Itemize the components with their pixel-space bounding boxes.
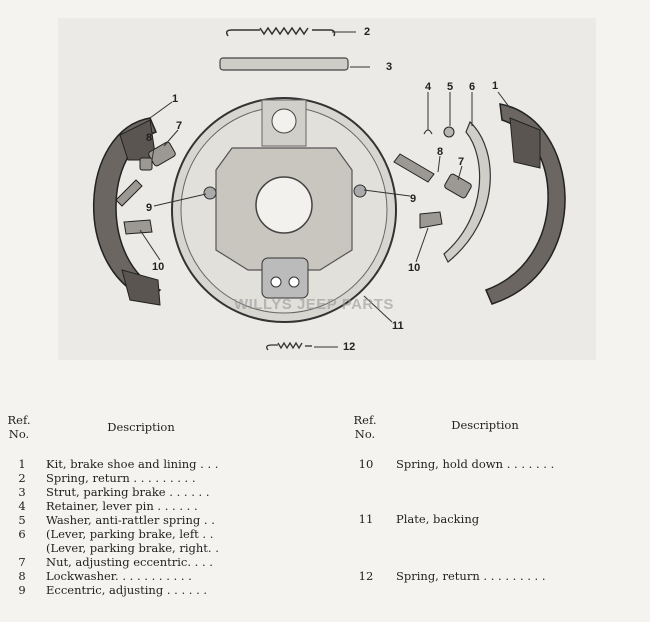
ref-number: 9 bbox=[18, 583, 26, 597]
callout-10-right: 10 bbox=[408, 262, 421, 274]
callout-7-right: 7 bbox=[458, 156, 465, 168]
ref-number: 7 bbox=[18, 555, 26, 569]
ref-number: 12 bbox=[358, 569, 374, 583]
callout-3: 3 bbox=[386, 61, 393, 73]
part-description: Strut, parking brake . . . . . . bbox=[46, 485, 210, 499]
callout-6: 6 bbox=[469, 81, 476, 93]
part-description: Nut, adjusting eccentric. . . . bbox=[46, 555, 213, 569]
return-spring-bottom bbox=[266, 341, 338, 351]
part-description: Spring, hold down . . . . . . . bbox=[396, 457, 555, 471]
part-description: (Lever, parking brake, right. . bbox=[46, 541, 219, 555]
parking-brake-lever bbox=[443, 120, 491, 263]
part-description: Eccentric, adjusting . . . . . . bbox=[46, 583, 208, 597]
callout-8-left: 8 bbox=[146, 132, 153, 144]
part-description: Washer, anti-rattler spring . . bbox=[46, 513, 215, 527]
ref-number: 8 bbox=[18, 569, 26, 583]
callout-4: 4 bbox=[425, 81, 432, 93]
return-spring-top bbox=[225, 26, 356, 37]
callout-9-left: 9 bbox=[146, 202, 153, 214]
callout-7-left: 7 bbox=[176, 120, 183, 132]
ref-number: 10 bbox=[358, 457, 374, 471]
small-parts-left bbox=[115, 141, 176, 235]
ref-number: 6 bbox=[18, 527, 26, 541]
ref-no-header-right: Ref. No. bbox=[353, 413, 377, 441]
description-header-left: Description bbox=[107, 420, 175, 434]
ref-number: 3 bbox=[18, 485, 26, 499]
parking-brake-strut bbox=[219, 57, 370, 71]
callout-9-right: 9 bbox=[410, 193, 417, 205]
ref-number: 4 bbox=[18, 499, 26, 513]
callout-1-right: 1 bbox=[492, 80, 499, 92]
ref-number: 2 bbox=[18, 471, 26, 485]
part-description: Plate, backing bbox=[396, 512, 480, 526]
callout-10-left: 10 bbox=[152, 261, 165, 273]
callout-11: 11 bbox=[392, 320, 404, 332]
part-description: (Lever, parking brake, left . . bbox=[46, 527, 214, 541]
callout-1-left: 1 bbox=[172, 93, 179, 105]
part-description: Retainer, lever pin . . . . . . bbox=[46, 499, 198, 513]
leader-lines bbox=[139, 91, 511, 323]
callout-2: 2 bbox=[364, 26, 371, 38]
ref-number: 11 bbox=[358, 512, 374, 526]
callout-8-right: 8 bbox=[437, 146, 444, 158]
ref-number: 1 bbox=[18, 457, 26, 471]
description-header-right: Description bbox=[451, 418, 519, 432]
part-description: Spring, return . . . . . . . . . bbox=[46, 471, 196, 485]
part-description: Kit, brake shoe and lining . . . bbox=[46, 457, 219, 471]
ref-no-header-left: Ref. No. bbox=[7, 413, 31, 441]
part-description: Lockwasher. . . . . . . . . . . bbox=[46, 569, 192, 583]
callout-12: 12 bbox=[343, 341, 356, 353]
brake-assembly-diagram bbox=[93, 26, 566, 351]
small-parts-right bbox=[393, 126, 472, 229]
backing-plate bbox=[171, 97, 397, 323]
brake-shoe-right bbox=[484, 103, 566, 305]
callout-5: 5 bbox=[447, 81, 454, 93]
part-description: Spring, return . . . . . . . . . bbox=[396, 569, 546, 583]
ref-number: 5 bbox=[18, 513, 26, 527]
watermark: WILLYS JEEP PARTS bbox=[234, 296, 394, 313]
